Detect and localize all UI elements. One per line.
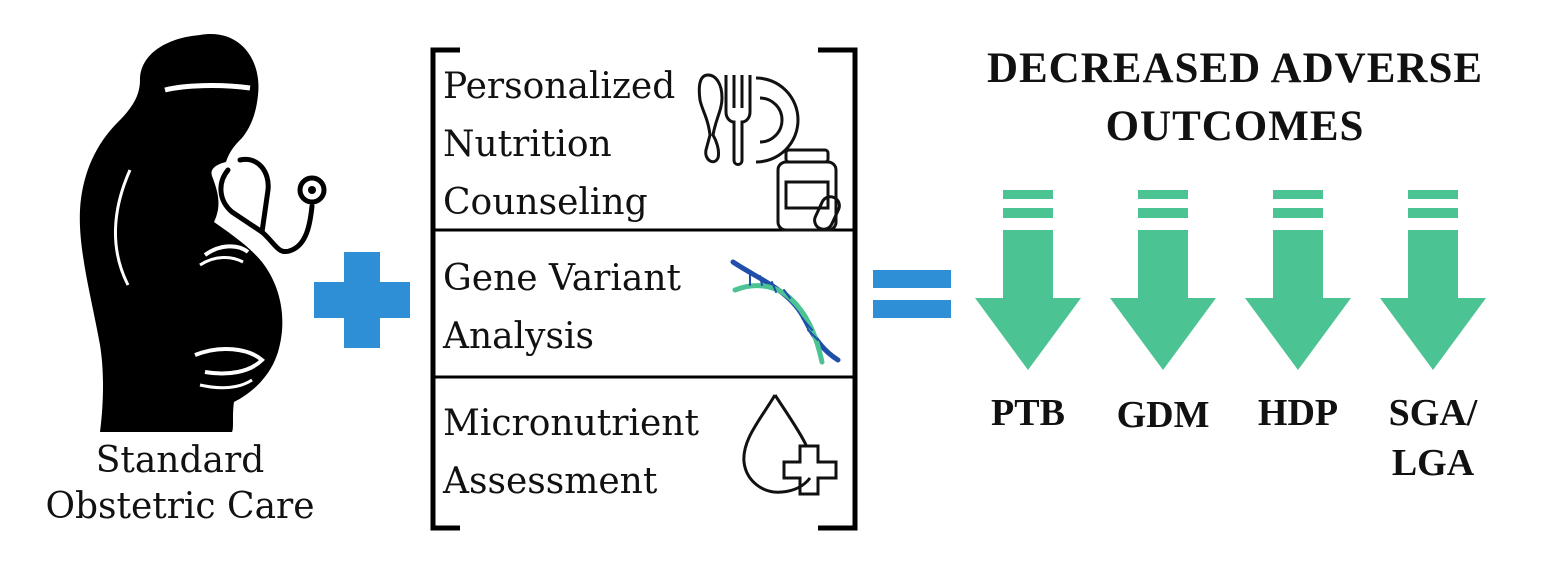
outcome-label: HDP <box>1233 388 1363 438</box>
drop-plus-icon <box>742 394 838 496</box>
care-label-line2: Obstetric Care <box>45 486 315 527</box>
equals-sign <box>873 270 951 318</box>
outcome-label: SGA/ LGA <box>1368 388 1498 488</box>
pregnant-woman-icon <box>79 34 283 432</box>
component-gene: Gene Variant Analysis <box>443 250 681 366</box>
headline-line1: DECREASED ADVERSE <box>986 45 1484 92</box>
outcome-line: HDP <box>1257 392 1339 434</box>
component-line: Assessment <box>443 461 658 502</box>
component-line: Analysis <box>443 316 594 357</box>
stethoscope-icon <box>218 156 327 254</box>
down-arrow-icon <box>1380 190 1486 370</box>
component-line: Counseling <box>443 182 648 223</box>
outcome-line: SGA/ <box>1388 392 1478 434</box>
outcome-label: PTB <box>963 388 1093 438</box>
outcome-line: GDM <box>1116 394 1210 436</box>
dna-icon <box>730 259 841 365</box>
component-line: Micronutrient <box>443 403 699 444</box>
down-arrow-icon <box>975 190 1081 370</box>
headline-line2: OUTCOMES <box>1105 103 1365 150</box>
outcome-label: GDM <box>1098 390 1228 440</box>
plus-sign <box>314 252 410 348</box>
nutrition-icon <box>697 73 841 232</box>
care-label: Standard Obstetric Care <box>30 438 330 530</box>
down-arrow-icons <box>975 190 1486 370</box>
component-nutrition: Personalized Nutrition Counseling <box>443 58 675 232</box>
headline: DECREASED ADVERSE OUTCOMES <box>950 40 1520 156</box>
component-line: Nutrition <box>443 124 612 165</box>
down-arrow-icon <box>1110 190 1216 370</box>
care-label-line1: Standard <box>95 440 265 481</box>
component-line: Gene Variant <box>443 258 681 299</box>
component-line: Personalized <box>443 66 676 107</box>
down-arrow-icon <box>1245 190 1351 370</box>
component-micronutrient: Micronutrient Assessment <box>443 395 699 511</box>
outcome-line: LGA <box>1391 442 1475 484</box>
outcome-line: PTB <box>991 392 1065 434</box>
